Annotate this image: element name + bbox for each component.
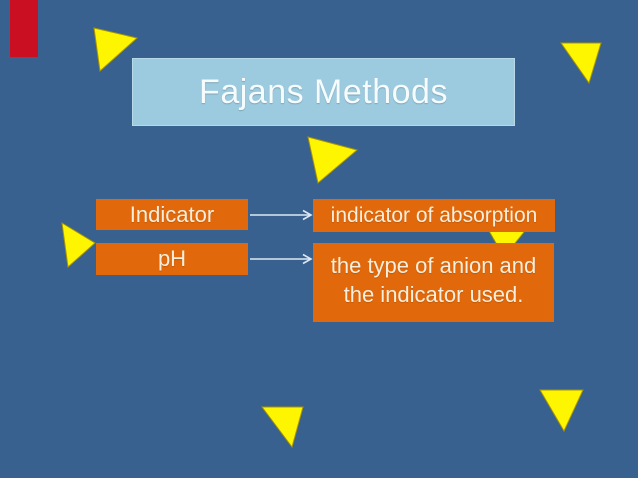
indicator-label: Indicator bbox=[129, 201, 215, 227]
triangle-bottom-right-icon bbox=[539, 389, 584, 433]
slide-title: Fajans Methods bbox=[199, 72, 448, 111]
ph-box: pH bbox=[96, 243, 248, 275]
indicator-box: Indicator bbox=[96, 199, 248, 230]
arrow-indicator-to-absorption-icon bbox=[250, 209, 313, 221]
triangle-left-middle-icon bbox=[61, 222, 96, 268]
triangle-bottom-middle-icon bbox=[261, 406, 304, 449]
absorption-box: indicator of absorption bbox=[313, 199, 555, 232]
triangle-middle-icon bbox=[307, 136, 359, 184]
absorption-label: indicator of absorption bbox=[330, 203, 538, 227]
anion-label-line1: the type of anion and bbox=[330, 252, 537, 278]
triangle-top-left-icon bbox=[93, 27, 139, 72]
red-accent-bar bbox=[10, 0, 38, 57]
title-banner: Fajans Methods bbox=[132, 58, 515, 126]
ph-label: pH bbox=[157, 246, 187, 271]
arrow-ph-to-anion-icon bbox=[250, 253, 313, 265]
anion-label-line2: the indicator used. bbox=[343, 281, 524, 307]
triangle-top-right-icon bbox=[560, 42, 602, 85]
anion-box: the type of anion and the indicator used… bbox=[313, 243, 554, 322]
